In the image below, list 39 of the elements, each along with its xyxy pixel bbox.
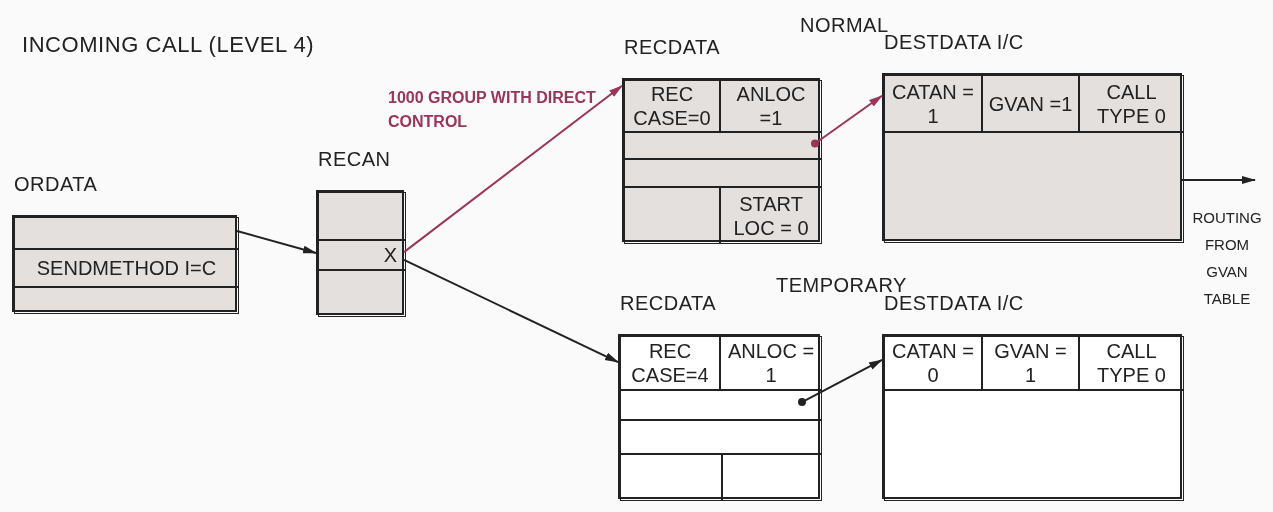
- table-cell: CATAN = 1: [884, 75, 982, 132]
- table-cell: REC CASE=0: [624, 80, 720, 132]
- connector-arrow: [403, 258, 619, 364]
- table-heading: RECAN: [318, 147, 391, 172]
- table-cell: GVAN =1: [982, 75, 1079, 132]
- table-cell-empty: [14, 217, 239, 249]
- connector-arrow: [798, 358, 883, 407]
- table-cell-empty: [318, 270, 406, 317]
- table-cell-empty: [722, 454, 822, 501]
- table-cell-empty: [318, 192, 406, 240]
- table-cell: CATAN = 0: [884, 336, 982, 390]
- table-cell-empty: [14, 287, 239, 314]
- table-cell-empty: [624, 132, 822, 159]
- diagram-title: INCOMING CALL (LEVEL 4): [22, 31, 315, 59]
- table-cell-empty: [624, 187, 720, 244]
- table-cell-empty: [884, 132, 1184, 243]
- table-heading: RECDATA: [620, 291, 717, 316]
- section-label: ROUTING FROM GVAN TABLE: [1191, 208, 1263, 309]
- table-cell: SENDMETHOD I=C: [14, 249, 239, 287]
- table-heading: ORDATA: [14, 172, 98, 197]
- connector-arrow: [403, 84, 623, 254]
- connector-arrow: [811, 94, 883, 148]
- table-cell: CALL TYPE 0: [1079, 336, 1184, 390]
- table-cell-empty: [620, 420, 822, 454]
- table-heading: RECDATA: [624, 35, 721, 60]
- table-cell-empty: [620, 390, 822, 420]
- table-cell: CALL TYPE 0: [1079, 75, 1184, 132]
- table-cell: X: [318, 240, 406, 270]
- connector-arrow: [236, 230, 317, 254]
- table-cell: ANLOC =1: [720, 80, 822, 132]
- table-cell: GVAN = 1: [982, 336, 1079, 390]
- edge-label: 1000 GROUP WITH DIRECT CONTROL: [388, 88, 597, 132]
- table-cell-empty: [884, 390, 1184, 501]
- table-cell-empty: [620, 454, 722, 501]
- table-cell-empty: [624, 159, 822, 187]
- table-cell: ANLOC = 1: [720, 336, 822, 390]
- connector-arrow: [1181, 175, 1256, 184]
- table-cell: START LOC = 0: [720, 187, 822, 244]
- table-cell: REC CASE=4: [620, 336, 720, 390]
